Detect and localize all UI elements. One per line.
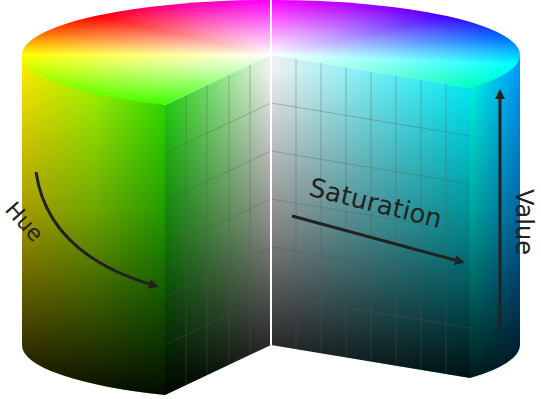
axis-label: Value (512, 189, 536, 255)
